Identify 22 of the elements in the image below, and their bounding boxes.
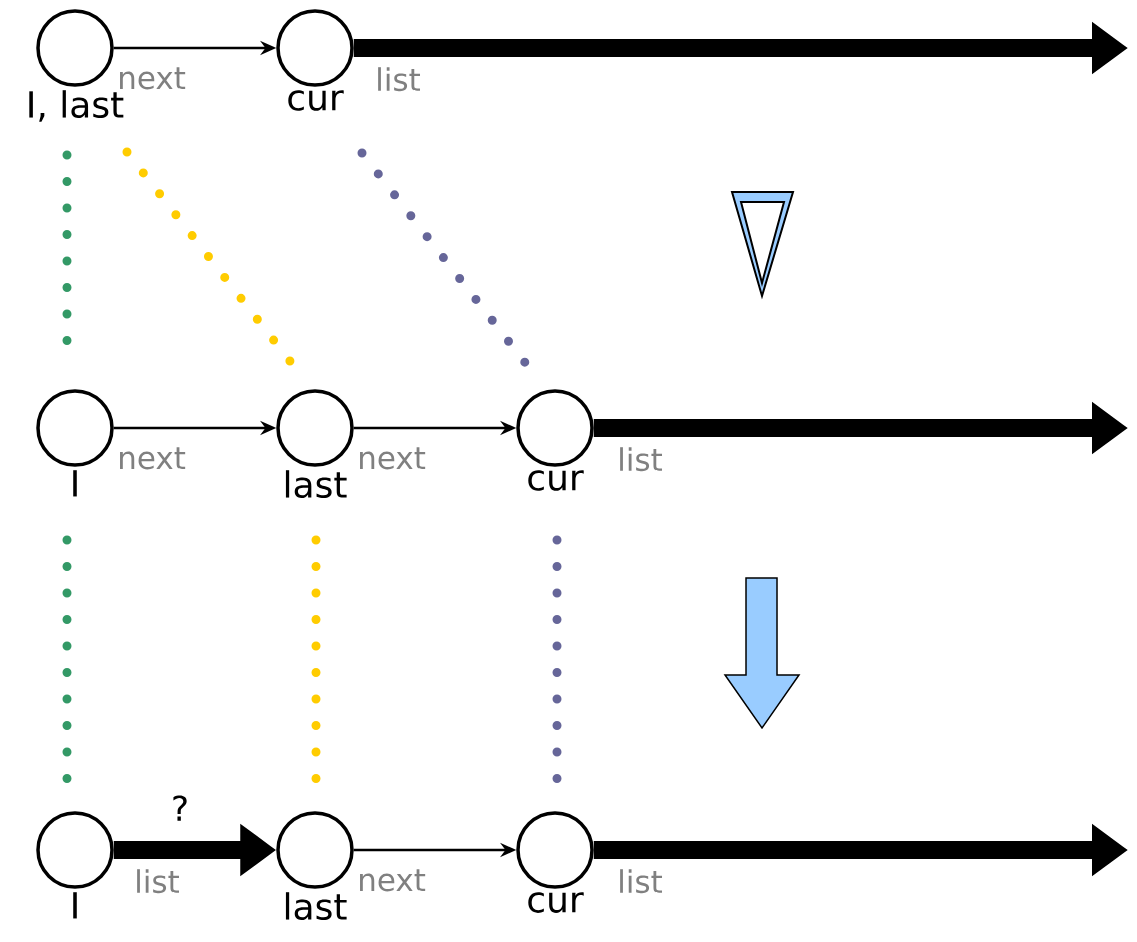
- node-label: cur: [528, 892, 584, 913]
- edge-label: next: [356, 446, 427, 471]
- node-label: I, last: [29, 90, 124, 122]
- edge-label: next: [116, 66, 187, 91]
- node-label: last: [285, 892, 347, 921]
- edge-label: next: [356, 868, 427, 893]
- dotted-line: [552, 535, 562, 785]
- dotted-line: [62, 535, 72, 785]
- question-mark: ?: [173, 795, 187, 821]
- edge-label: next: [116, 446, 187, 471]
- edge-label: list: [374, 66, 422, 93]
- edge-label: list: [133, 868, 181, 895]
- edge-label: list: [616, 868, 664, 895]
- node-label: cur: [528, 470, 584, 491]
- node-label: I: [73, 892, 77, 919]
- node-label: cur: [288, 90, 344, 111]
- edge-label: list: [616, 446, 664, 473]
- dotted-line: [357, 148, 532, 370]
- node-label: last: [285, 470, 347, 499]
- node-label: I: [73, 470, 77, 497]
- dotted-line: [62, 150, 72, 347]
- dotted-line: [311, 535, 321, 785]
